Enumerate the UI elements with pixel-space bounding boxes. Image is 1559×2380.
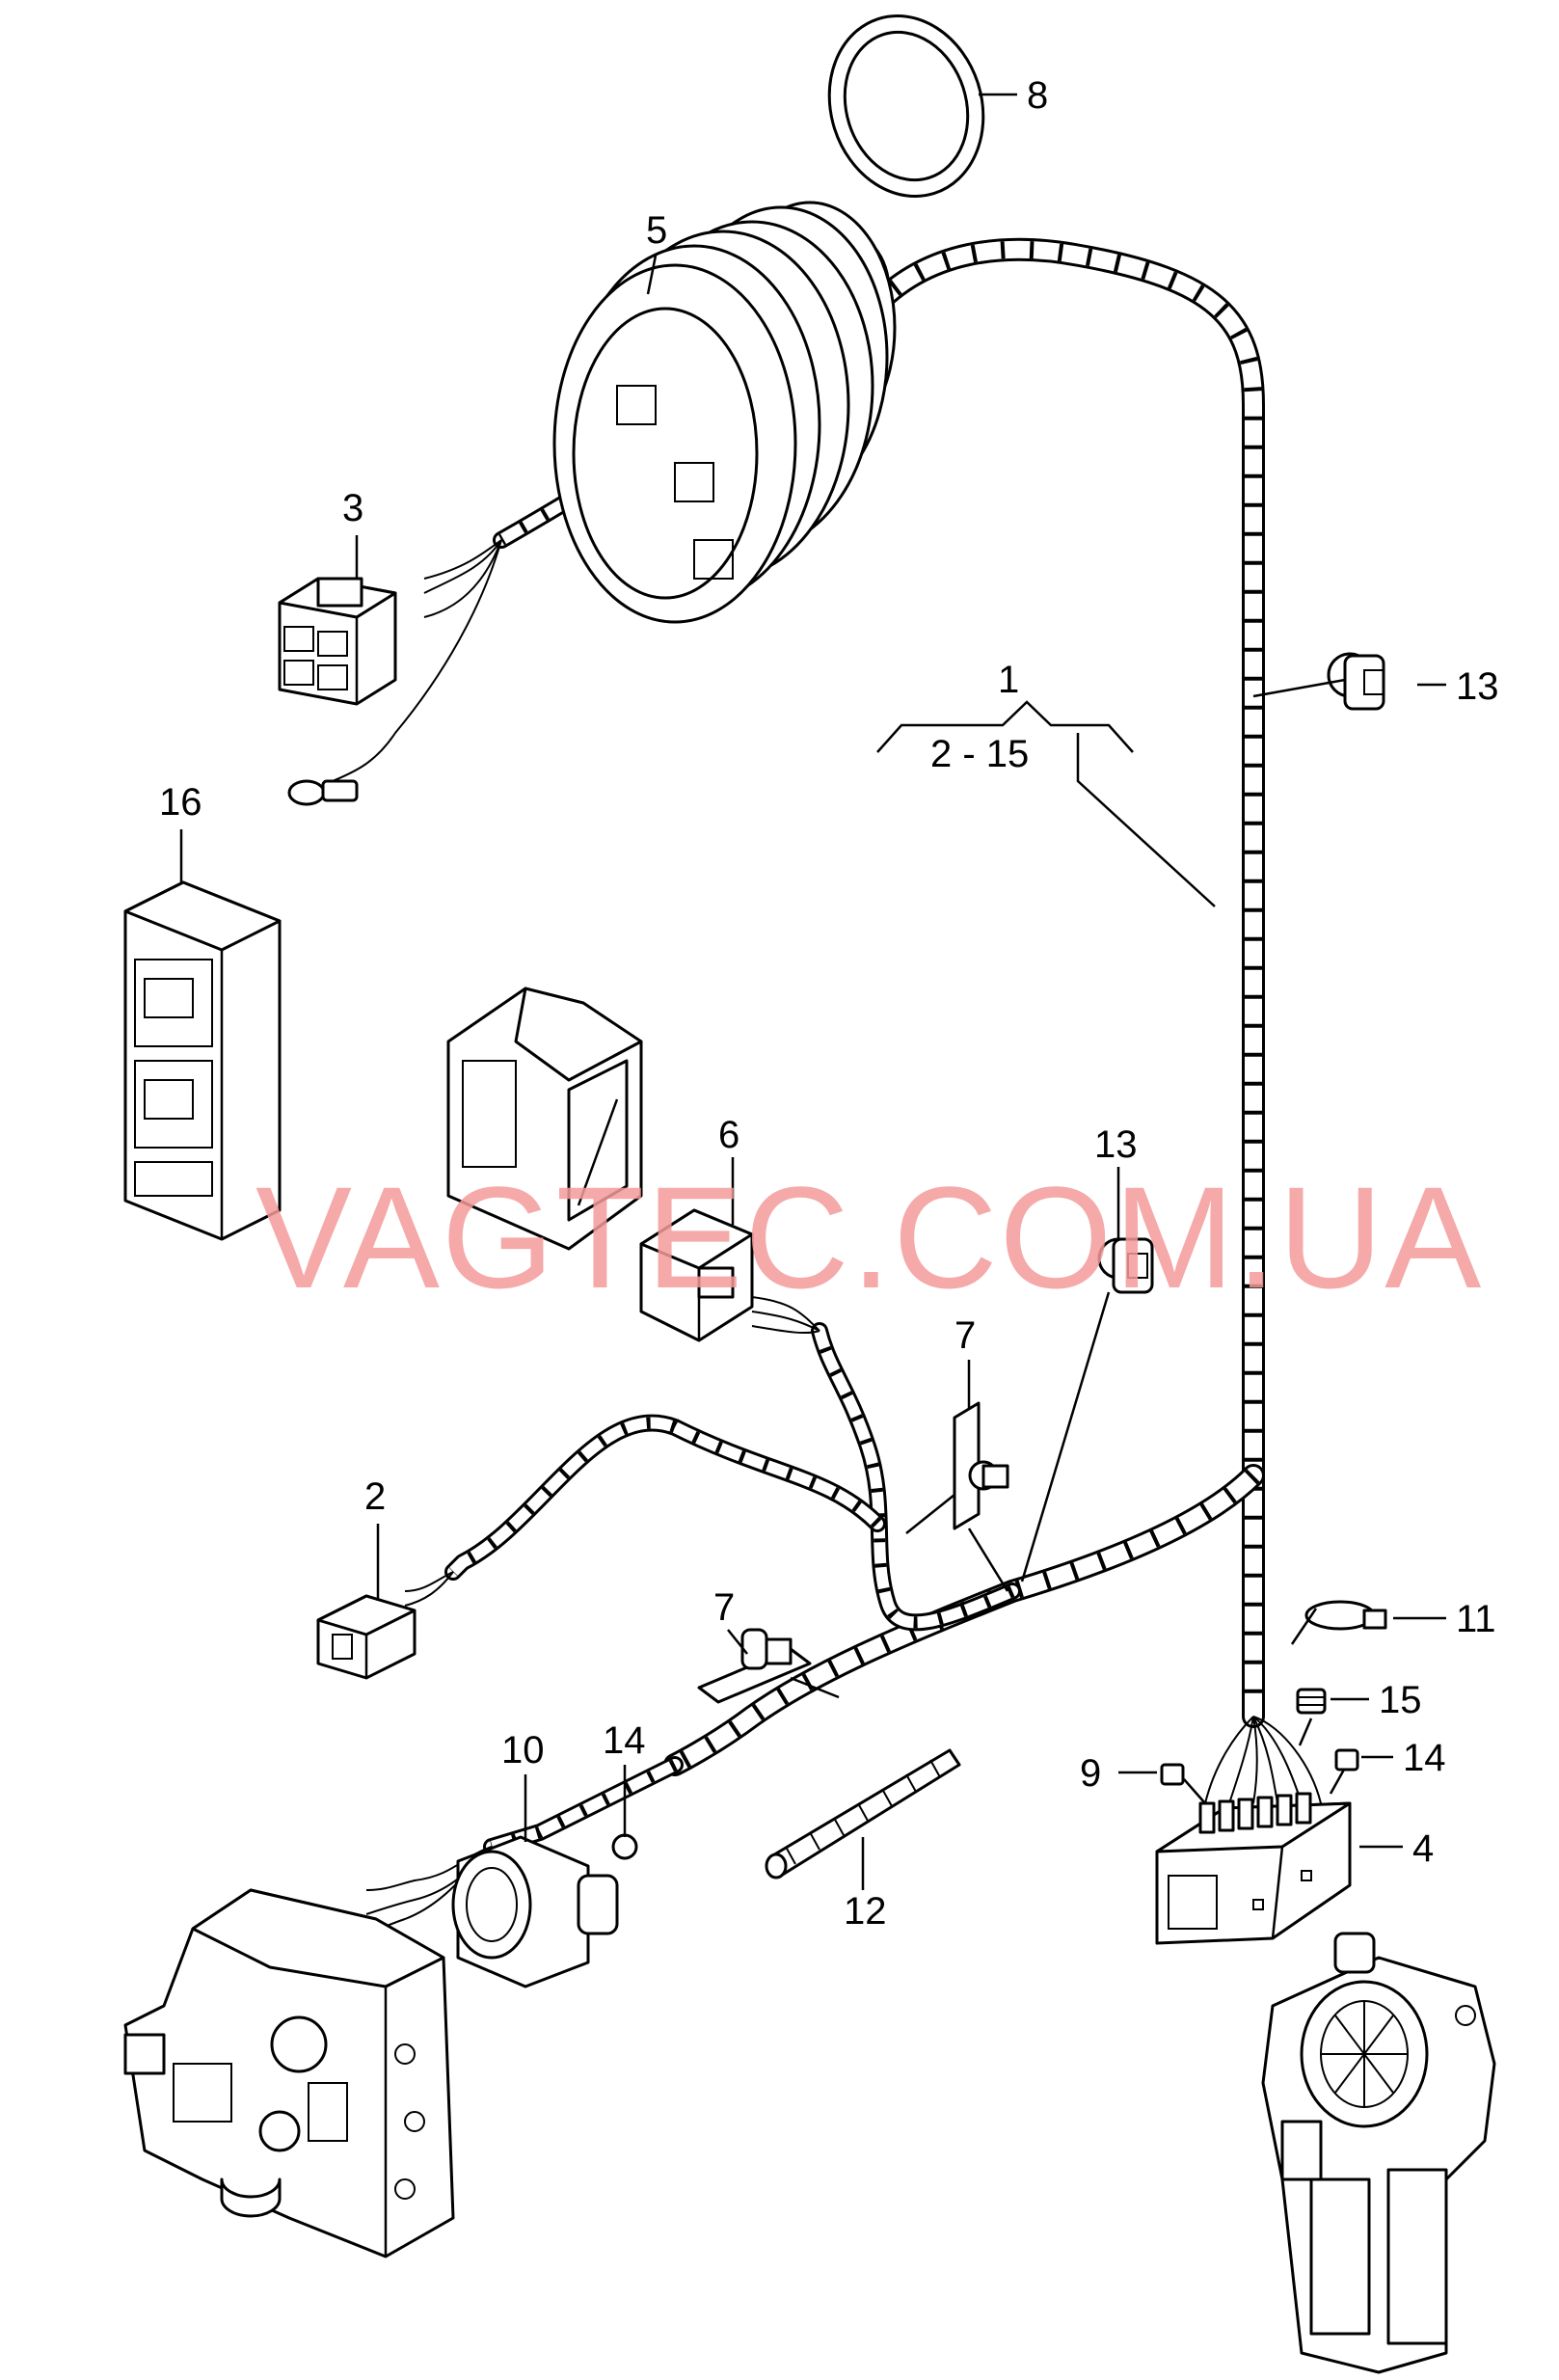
label-13b: 13: [1094, 1123, 1138, 1166]
label-12: 12: [844, 1890, 887, 1933]
connector-3: [278, 577, 397, 806]
main-harness: [327, 237, 1322, 1934]
part-labels: 8 5 3 16 1 2 - 15 13 6 13 7 2 7 11 15 14…: [159, 74, 1499, 1933]
label-15: 15: [1379, 1679, 1422, 1721]
cap-9: [1160, 1763, 1185, 1786]
label-16: 16: [159, 781, 202, 824]
cap-14b: [1334, 1748, 1359, 1771]
connector-2: [316, 1594, 417, 1680]
corrugated-tube-12: [765, 1748, 961, 1880]
switch-unit-16: [123, 880, 282, 1241]
label-11: 11: [1456, 1598, 1496, 1640]
connector-6: [639, 1208, 754, 1342]
window-motor: [1261, 1932, 1496, 2374]
label-1-range: 2 - 15: [930, 733, 1029, 775]
label-4: 4: [1412, 1827, 1434, 1870]
cap-15: [1296, 1688, 1327, 1715]
label-5: 5: [646, 209, 667, 252]
switch-cap: [446, 987, 643, 1251]
connector-10: [451, 1833, 638, 1988]
door-lock-assembly: [123, 1888, 455, 2258]
label-7b: 7: [713, 1586, 735, 1629]
clip-13a: [1327, 652, 1385, 711]
label-2: 2: [364, 1475, 386, 1518]
sealing-ring-8: [827, 14, 985, 199]
grommet-5: [552, 201, 897, 624]
clip-7a: [953, 1401, 1009, 1530]
label-14b: 14: [1403, 1737, 1446, 1779]
label-7a: 7: [954, 1314, 976, 1357]
label-9: 9: [1080, 1752, 1101, 1795]
label-1: 1: [998, 659, 1019, 701]
label-13a: 13: [1456, 665, 1499, 708]
label-14a: 14: [603, 1719, 646, 1762]
label-3: 3: [342, 487, 363, 529]
cable-tie-11: [1304, 1600, 1387, 1631]
label-8: 8: [1027, 74, 1048, 117]
clip-7b: [697, 1628, 812, 1704]
connector-4: [1155, 1792, 1352, 1945]
label-6: 6: [718, 1114, 739, 1156]
clip-13b: [1097, 1237, 1154, 1294]
leader-lines: [179, 93, 1446, 1890]
label-10: 10: [501, 1729, 545, 1771]
watermark: VAGTEC.COM.UA: [255, 1156, 1483, 1318]
